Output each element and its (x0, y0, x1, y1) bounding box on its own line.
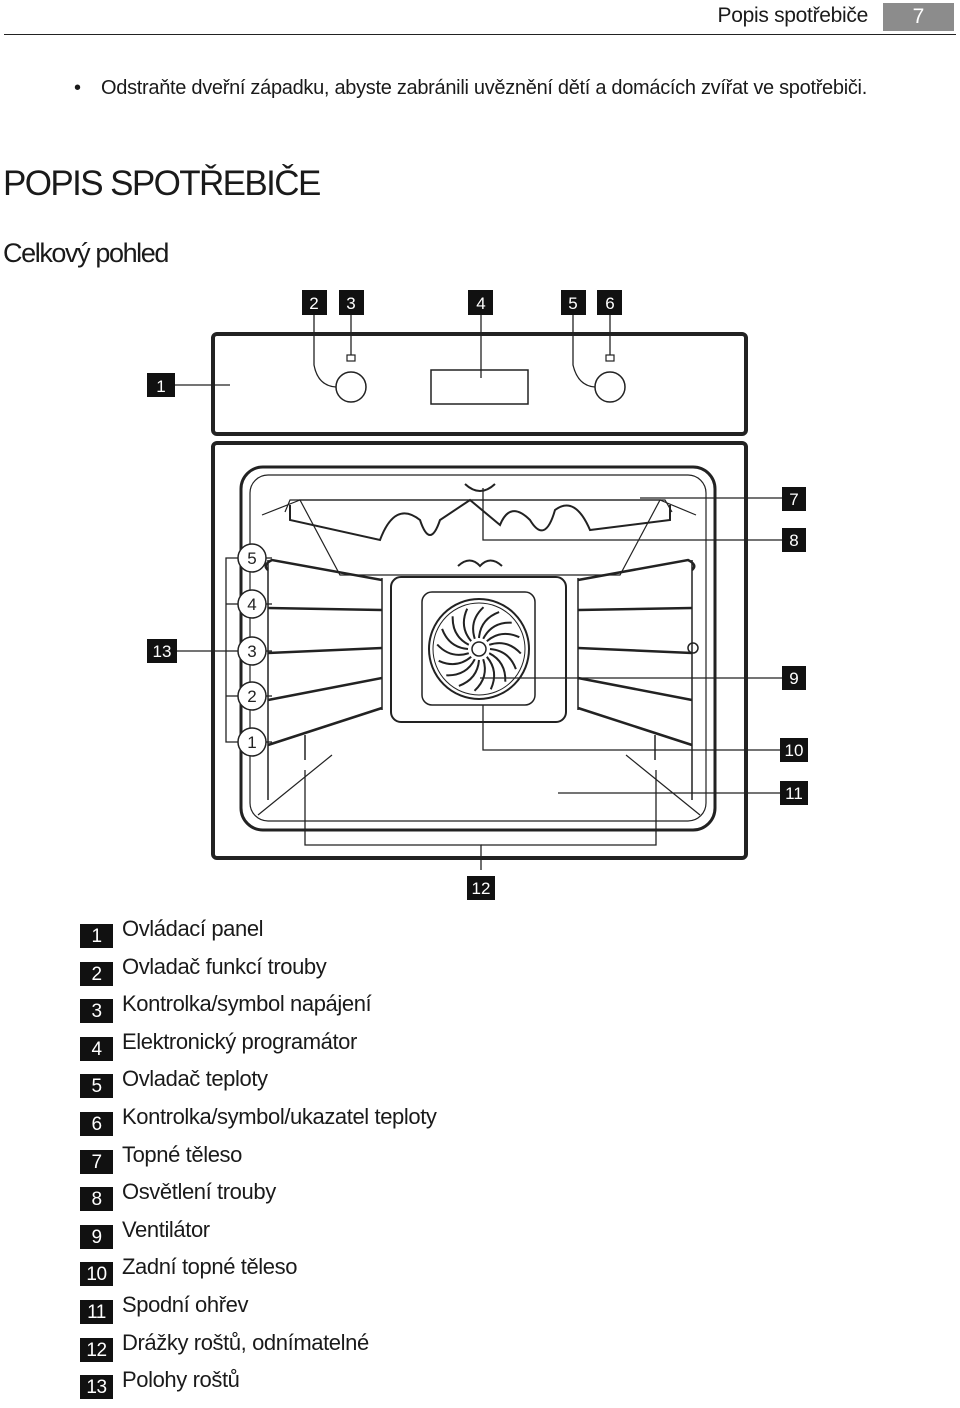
page-number: 7 (883, 3, 954, 31)
legend-number: 1 (80, 924, 113, 948)
legend-number: 8 (80, 1187, 113, 1212)
safety-bullet: • Odstraňte dveřní západku, abyste zabrá… (74, 74, 954, 102)
legend-number: 9 (80, 1224, 113, 1249)
legend-label: Topné těleso (122, 1141, 242, 1167)
function-knob (335, 371, 367, 403)
fan-blade (446, 658, 476, 677)
fan (428, 598, 530, 700)
fan-blade (489, 648, 517, 670)
control-panel-outline (211, 332, 748, 436)
power-indicator (346, 354, 356, 362)
legend-number: 13 (80, 1375, 113, 1400)
callout-3: 3 (346, 294, 355, 313)
fan-blade (472, 606, 485, 640)
callout-11: 11 (785, 784, 803, 803)
shelf-position-5: 5 (247, 549, 256, 568)
shelf-position-2: 2 (247, 687, 256, 706)
callout-2: 2 (309, 294, 318, 313)
bullet-text: Odstraňte dveřní západku, abyste zabráni… (101, 77, 867, 99)
legend-number: 10 (80, 1262, 113, 1287)
fan-blade (488, 642, 522, 655)
programmer-display (430, 369, 529, 405)
callout-1: 1 (156, 377, 165, 396)
legend-label: Ovladač funkcí trouby (122, 953, 327, 979)
callout-9: 9 (789, 669, 798, 688)
fan-cover (390, 576, 567, 723)
callout-13: 13 (153, 642, 172, 661)
legend-label: Ovladač teploty (122, 1066, 268, 1092)
fan-blade (482, 621, 512, 640)
legend-label: Kontrolka/symbol/ukazatel teploty (122, 1103, 437, 1129)
legend-label: Polohy roštů (122, 1367, 240, 1393)
fan-blade (486, 656, 496, 690)
fan-blade (473, 658, 486, 692)
legend-label: Ventilátor (122, 1216, 210, 1242)
oven-diagram: 1 2 3 4 5 6 7 8 9 10 11 12 13 5 4 3 (147, 290, 808, 900)
subsection-title: Celkový pohled (3, 238, 169, 268)
callout-10: 10 (785, 741, 804, 760)
legend-label: Zadní topné těleso (122, 1254, 298, 1280)
legend-label: Drážky roštů, odnímatelné (122, 1329, 369, 1355)
fan-blade (441, 628, 469, 650)
heating-element (289, 498, 671, 542)
shelf-position-1: 1 (247, 733, 256, 752)
legend-number: 11 (80, 1299, 113, 1324)
temperature-indicator (605, 354, 615, 362)
fan-blade (436, 643, 470, 656)
fan-blade (486, 632, 520, 642)
legend-number: 7 (80, 1149, 113, 1174)
fan-blade (462, 608, 472, 642)
cavity-frame (211, 441, 748, 860)
legend-number: 5 (80, 1074, 113, 1099)
shelf-position-3: 3 (247, 642, 256, 661)
page-header: Popis spotřebiče 7 (0, 0, 960, 36)
header-title: Popis spotřebiče (717, 4, 869, 27)
callout-5: 5 (568, 294, 577, 313)
section-title: POPIS SPOTŘEBIČE (3, 164, 321, 203)
fan-blade (478, 611, 500, 639)
callout-12: 12 (472, 879, 491, 898)
callout-8: 8 (789, 531, 798, 550)
legend-number: 4 (80, 1036, 113, 1061)
legend-label: Kontrolka/symbol napájení (122, 991, 372, 1017)
right-shelf-rails (577, 558, 696, 800)
fan-blade (458, 659, 480, 687)
legend-number: 6 (80, 1111, 113, 1136)
temperature-knob (594, 371, 626, 403)
legend-label: Elektronický programátor (122, 1028, 357, 1054)
left-shelf-rails (264, 558, 383, 800)
fan-blade (451, 616, 470, 646)
shelf-position-4: 4 (247, 595, 256, 614)
header-divider (4, 34, 956, 35)
bullet-symbol: • (74, 77, 81, 99)
legend-number: 2 (80, 961, 113, 986)
legend-label: Ovládací panel (122, 916, 264, 941)
callout-4: 4 (476, 294, 485, 313)
callout-6: 6 (605, 294, 614, 313)
oven-lamp (464, 483, 496, 492)
callout-7: 7 (789, 490, 798, 509)
legend-label: Osvětlení trouby (122, 1179, 276, 1205)
legend-number: 12 (80, 1337, 113, 1362)
legend-label: Spodní ohřev (122, 1291, 249, 1317)
fan-blade (438, 656, 472, 666)
fan-blades (436, 606, 522, 692)
legend-number: 3 (80, 999, 113, 1024)
